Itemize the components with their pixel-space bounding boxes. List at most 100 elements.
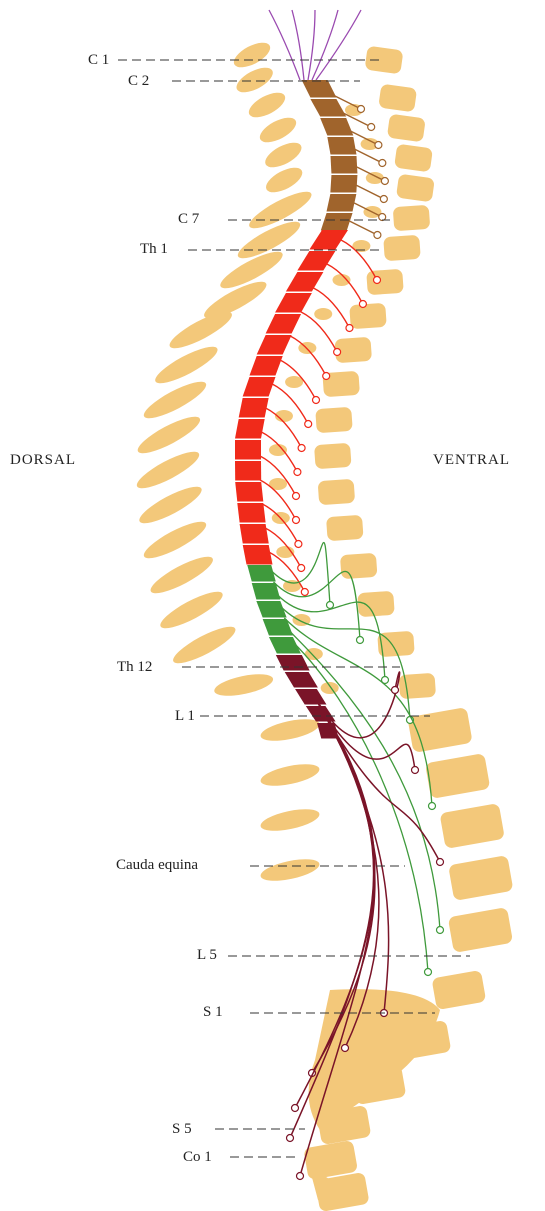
nerve-ganglion: [429, 803, 436, 810]
nerve-ganglion: [379, 160, 386, 167]
vertebral-body: [383, 235, 421, 261]
cervical-root-fiber: [316, 10, 361, 80]
nerve-ganglion: [298, 445, 305, 452]
nerve-ganglion: [368, 124, 375, 131]
nerve-ganglion: [305, 421, 312, 428]
nerve-ganglion: [357, 637, 364, 644]
spinous-process: [151, 341, 221, 390]
spinal-cord-segment: [327, 194, 357, 212]
spinal-cord-segment: [297, 251, 335, 271]
articular-facet: [321, 682, 339, 694]
label-l5: L 5: [197, 947, 217, 964]
spinal-cord-segment: [276, 655, 310, 671]
spinous-process: [135, 481, 205, 530]
nerve-ganglion: [381, 178, 388, 185]
spinous-process: [259, 805, 321, 835]
spinal-cord-segment: [235, 461, 261, 481]
spinous-process: [212, 670, 274, 700]
spinal-cord-segment: [320, 118, 353, 136]
cauda-equina-fiber: [319, 705, 389, 1013]
spinal-cord-segment: [285, 672, 318, 688]
nerve-ganglion: [327, 602, 334, 609]
nerve-ganglion: [287, 1135, 294, 1142]
spinal-cord-segment: [239, 398, 269, 418]
vertebral-body: [394, 144, 433, 173]
vertebral-body: [431, 970, 486, 1010]
spinous-process: [262, 163, 306, 198]
articular-facet: [314, 308, 332, 320]
vertebral-body: [396, 174, 435, 203]
label-c1: C 1: [88, 52, 109, 69]
articular-facet: [285, 376, 303, 388]
articular-facet: [269, 444, 287, 456]
vertebral-body: [366, 269, 404, 295]
spinous-process: [233, 63, 277, 98]
nerve-ganglion: [359, 301, 366, 308]
spinal-cord-segment: [310, 99, 346, 117]
spinous-process: [156, 586, 226, 635]
spinal-cord-segment: [327, 137, 356, 155]
nerve-ganglion: [293, 493, 300, 500]
nerve-ganglion: [375, 142, 382, 149]
spinal-cord-segment: [249, 356, 282, 376]
spinal-cord-segment: [321, 213, 353, 231]
spinous-process: [256, 113, 300, 148]
cervical-root-fiber: [292, 10, 304, 80]
label-s1: S 1: [203, 1004, 223, 1021]
label-c7: C 7: [178, 211, 199, 228]
spinous-process: [147, 551, 217, 600]
dorsal-label: DORSAL: [10, 452, 76, 469]
vertebral-body: [387, 114, 426, 143]
label-s5: S 5: [172, 1121, 192, 1138]
vertebral-body: [440, 803, 505, 849]
spinal-cord-segment: [235, 482, 263, 502]
spinal-cord-segment: [240, 524, 269, 544]
cervical-root-fiber: [308, 10, 315, 80]
nerve-ganglion: [425, 969, 432, 976]
nerve-ganglion: [301, 589, 308, 596]
vertebral-body: [318, 479, 356, 505]
vertebral-body: [340, 553, 378, 579]
nerve-ganglion: [295, 541, 302, 548]
spinous-process: [245, 88, 289, 123]
nerve-ganglion: [298, 565, 305, 572]
nerve-ganglion: [392, 687, 399, 694]
spinal-cord-segment: [257, 335, 292, 355]
nerve-ganglion: [342, 1045, 349, 1052]
spinal-cord-segment: [269, 637, 301, 654]
label-th12: Th 12: [117, 659, 152, 676]
vertebral-body: [326, 515, 364, 541]
spinal-cord-segment: [237, 503, 265, 523]
nerve-ganglion: [412, 767, 419, 774]
nerve-ganglion: [294, 469, 301, 476]
articular-facet: [333, 274, 351, 286]
nerve-root: [313, 288, 349, 328]
cervical-root-fiber: [269, 10, 300, 80]
nerve-ganglion: [380, 196, 387, 203]
spinous-process: [140, 516, 210, 565]
nerve-ganglion: [437, 927, 444, 934]
spinal-cord-segment: [302, 80, 337, 98]
nerve-root: [356, 185, 384, 199]
spinous-process: [140, 376, 210, 425]
spinal-cord-segment: [330, 175, 357, 193]
label-c2: C 2: [128, 73, 149, 90]
ventral-label: VENTRAL: [433, 452, 510, 469]
nerve-ganglion: [334, 349, 341, 356]
spinal-cord-segment: [266, 314, 301, 334]
spinous-process: [166, 306, 236, 355]
label-co1: Co 1: [183, 1149, 212, 1166]
nerve-ganglion: [297, 1173, 304, 1180]
vertebral-body: [378, 84, 417, 113]
label-th1: Th 1: [140, 241, 168, 258]
vertebral-body: [349, 303, 387, 329]
nerve-ganglion: [323, 373, 330, 380]
nerve-root: [354, 149, 382, 163]
nerve-ganglion: [292, 1105, 299, 1112]
spinal-cord-segment: [331, 156, 358, 174]
nerve-ganglion: [374, 232, 381, 239]
spinal-cord-segment: [286, 272, 323, 292]
spinous-process: [259, 715, 321, 745]
nerve-ganglion: [374, 277, 381, 284]
